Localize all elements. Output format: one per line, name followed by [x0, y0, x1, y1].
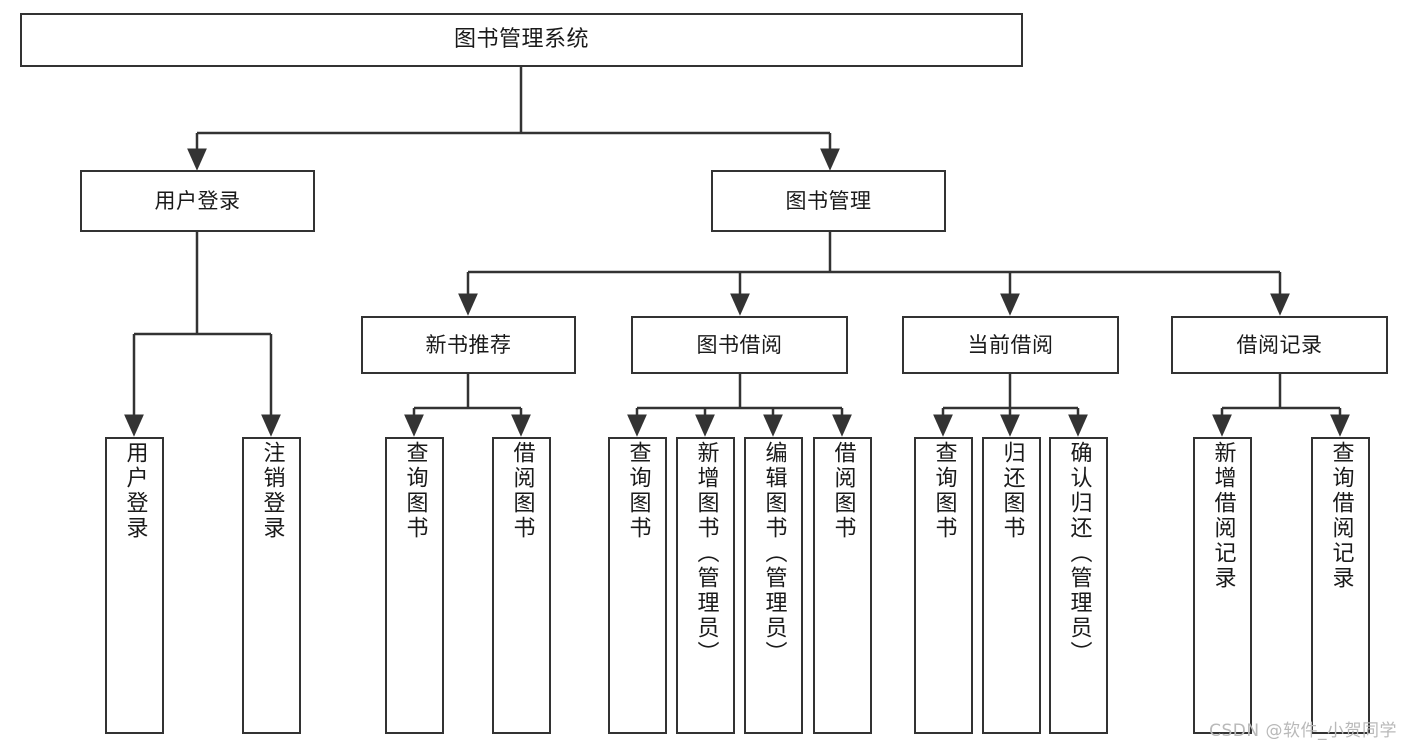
node-book-borrowing[interactable]: 图书借阅: [631, 316, 848, 374]
node-leaf-add-borrow-record[interactable]: 新增借阅记录: [1193, 437, 1252, 734]
node-label: 借阅图书: [509, 441, 535, 541]
node-new-book-recommendation[interactable]: 新书推荐: [361, 316, 576, 374]
node-label: 归还图书: [999, 441, 1025, 541]
node-leaf-query-book-borrow[interactable]: 查询图书: [608, 437, 667, 734]
node-book-management[interactable]: 图书管理: [711, 170, 946, 232]
node-leaf-query-borrow-record[interactable]: 查询借阅记录: [1311, 437, 1370, 734]
node-label: 查询借阅记录: [1328, 441, 1354, 591]
node-label: 图书管理: [785, 188, 872, 213]
node-leaf-logout[interactable]: 注销登录: [242, 437, 301, 734]
node-label: 用户登录: [122, 441, 148, 541]
node-label: 图书借阅: [696, 332, 783, 357]
node-leaf-user-login[interactable]: 用户登录: [105, 437, 164, 734]
node-label: 查询图书: [625, 441, 651, 541]
node-label: 注销登录: [259, 441, 285, 541]
node-label: 编辑图书（管理员）: [761, 441, 787, 666]
node-leaf-borrow-book[interactable]: 借阅图书: [813, 437, 872, 734]
watermark-text: CSDN @软件_小贺同学: [1209, 721, 1397, 741]
node-label: 新书推荐: [425, 332, 512, 357]
node-label: 查询图书: [402, 441, 428, 541]
node-label: 新增借阅记录: [1210, 441, 1236, 591]
node-label: 确认归还（管理员）: [1066, 441, 1092, 666]
node-user-login[interactable]: 用户登录: [80, 170, 315, 232]
node-leaf-edit-book-admin[interactable]: 编辑图书（管理员）: [744, 437, 803, 734]
node-label: 借阅记录: [1236, 332, 1323, 357]
node-root-library-management-system[interactable]: 图书管理系统: [20, 13, 1023, 67]
node-label: 用户登录: [154, 188, 241, 213]
node-current-borrowing[interactable]: 当前借阅: [902, 316, 1119, 374]
node-borrowing-record[interactable]: 借阅记录: [1171, 316, 1388, 374]
node-leaf-confirm-return-admin[interactable]: 确认归还（管理员）: [1049, 437, 1108, 734]
node-leaf-borrow-book-recommend[interactable]: 借阅图书: [492, 437, 551, 734]
node-label: 查询图书: [931, 441, 957, 541]
node-label: 图书管理系统: [453, 27, 589, 53]
node-label: 当前借阅: [967, 332, 1054, 357]
node-label: 借阅图书: [830, 441, 856, 541]
node-leaf-return-book[interactable]: 归还图书: [982, 437, 1041, 734]
node-leaf-query-book-recommend[interactable]: 查询图书: [385, 437, 444, 734]
node-leaf-query-book-current[interactable]: 查询图书: [914, 437, 973, 734]
node-leaf-add-book-admin[interactable]: 新增图书（管理员）: [676, 437, 735, 734]
node-label: 新增图书（管理员）: [693, 441, 719, 666]
